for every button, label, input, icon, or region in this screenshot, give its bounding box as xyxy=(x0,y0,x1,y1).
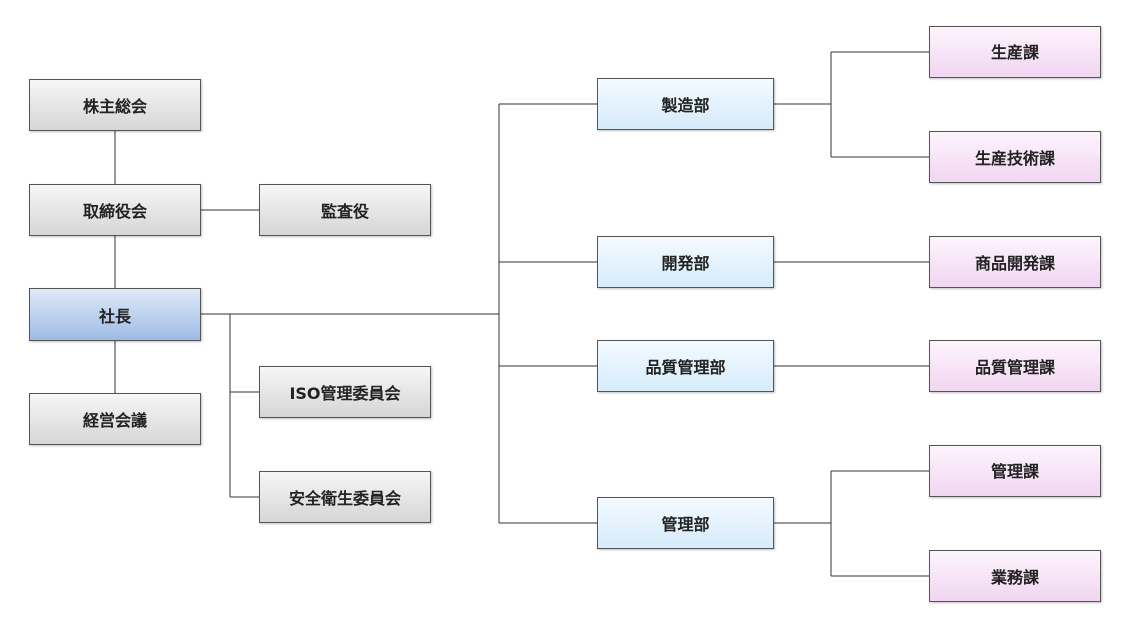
operations-section-box[interactable]: 業務課 xyxy=(929,550,1101,602)
shareholders-meeting-box[interactable]: 株主総会 xyxy=(29,79,201,131)
operations-section-label: 業務課 xyxy=(990,568,1039,587)
shareholders-meeting-label: 株主総会 xyxy=(82,97,147,116)
safety-committee-box[interactable]: 安全衛生委員会 xyxy=(259,471,431,523)
product-development-section-box[interactable]: 商品開発課 xyxy=(929,236,1101,288)
auditor-box[interactable]: 監査役 xyxy=(259,184,431,236)
management-meeting-box[interactable]: 経営会議 xyxy=(29,393,201,445)
safety-committee-label: 安全衛生委員会 xyxy=(288,489,401,508)
iso-committee-box[interactable]: ISO管理委員会 xyxy=(259,366,431,418)
product-development-section-label: 商品開発課 xyxy=(974,254,1055,273)
quality-control-section-label: 品質管理課 xyxy=(974,358,1055,377)
administration-section-box[interactable]: 管理課 xyxy=(929,445,1101,497)
president-box[interactable]: 社長 xyxy=(29,288,201,341)
production-section-box[interactable]: 生産課 xyxy=(929,26,1101,78)
production-section-label: 生産課 xyxy=(990,43,1039,62)
iso-committee-label: ISO管理委員会 xyxy=(289,384,401,403)
production-engineering-section-box[interactable]: 生産技術課 xyxy=(929,131,1101,183)
development-dept-box[interactable]: 開発部 xyxy=(597,236,774,288)
board-of-directors-box[interactable]: 取締役会 xyxy=(29,184,201,236)
management-meeting-label: 経営会議 xyxy=(82,411,147,430)
development-dept-label: 開発部 xyxy=(661,254,710,273)
board-of-directors-label: 取締役会 xyxy=(82,202,147,221)
administration-dept-box[interactable]: 管理部 xyxy=(597,497,774,549)
production-engineering-section-label: 生産技術課 xyxy=(974,149,1055,168)
administration-section-label: 管理課 xyxy=(990,462,1039,481)
quality-dept-label: 品質管理部 xyxy=(645,358,726,377)
quality-control-section-box[interactable]: 品質管理課 xyxy=(929,340,1101,392)
president-label: 社長 xyxy=(98,306,131,326)
quality-dept-box[interactable]: 品質管理部 xyxy=(597,340,774,392)
administration-dept-label: 管理部 xyxy=(661,515,710,534)
auditor-label: 監査役 xyxy=(320,202,369,221)
manufacturing-dept-box[interactable]: 製造部 xyxy=(597,78,774,130)
manufacturing-dept-label: 製造部 xyxy=(661,96,710,115)
